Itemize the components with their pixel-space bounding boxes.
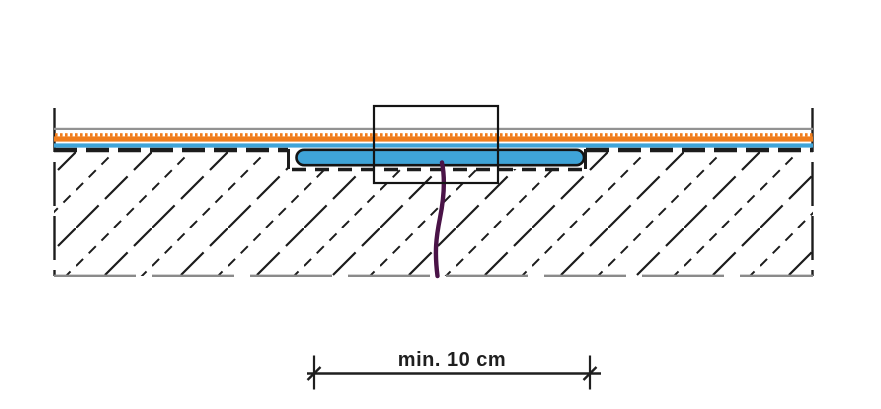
- detail-callout-rectangle: [372, 104, 500, 185]
- adhesive-serration: [54, 133, 813, 137]
- crack-bridging-sealing-tape: [295, 148, 586, 167]
- dimension-label: min. 10 cm: [398, 349, 506, 371]
- dimension-slash-left: [306, 366, 322, 381]
- dimension-slash-right: [582, 366, 598, 381]
- substrate-hatched-area: [54, 152, 813, 276]
- adhesive-layer: [54, 136, 813, 142]
- substrate-crack-line: [433, 160, 447, 279]
- surface-line: [54, 127, 813, 130]
- dimension-annotation: min. 10 cm: [306, 349, 601, 390]
- waterproofing-membrane-layer: [54, 143, 813, 148]
